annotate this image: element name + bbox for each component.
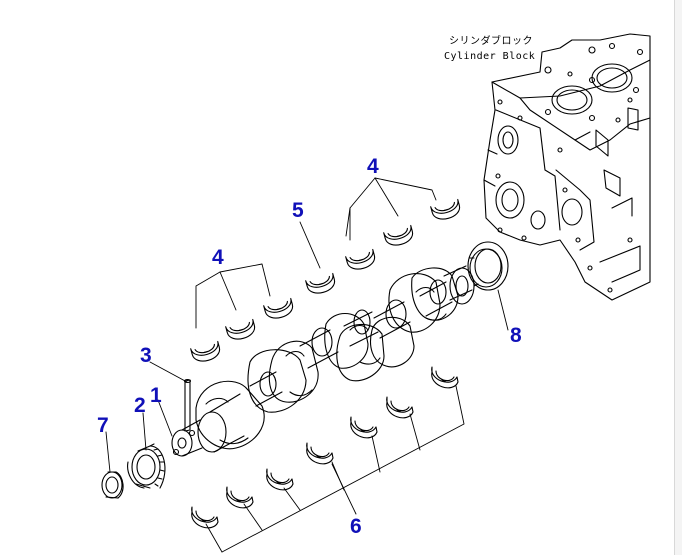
rear-seal <box>467 241 509 291</box>
callout-5: 5 <box>292 199 304 222</box>
leader-lines <box>105 177 509 553</box>
callout-3: 3 <box>140 344 152 367</box>
bearing-set-lower <box>191 366 459 529</box>
scrollbar-edge[interactable] <box>674 0 682 555</box>
cylinder-block <box>483 33 651 301</box>
block-label-japanese: シリンダブロック <box>449 36 533 47</box>
block-label-english: Cylinder Block <box>444 51 536 62</box>
gear <box>127 443 166 489</box>
callout-7: 7 <box>97 414 109 437</box>
bearing-set-upper-right <box>190 198 463 365</box>
callout-8: 8 <box>510 324 522 347</box>
callout-4-left: 4 <box>212 246 224 269</box>
callout-2: 2 <box>134 394 146 417</box>
callout-1: 1 <box>150 384 162 407</box>
crankshaft <box>171 265 475 457</box>
callout-4-upper: 4 <box>367 155 379 178</box>
callout-6: 6 <box>350 515 362 538</box>
pin <box>183 378 192 432</box>
seal-ring <box>101 471 124 499</box>
